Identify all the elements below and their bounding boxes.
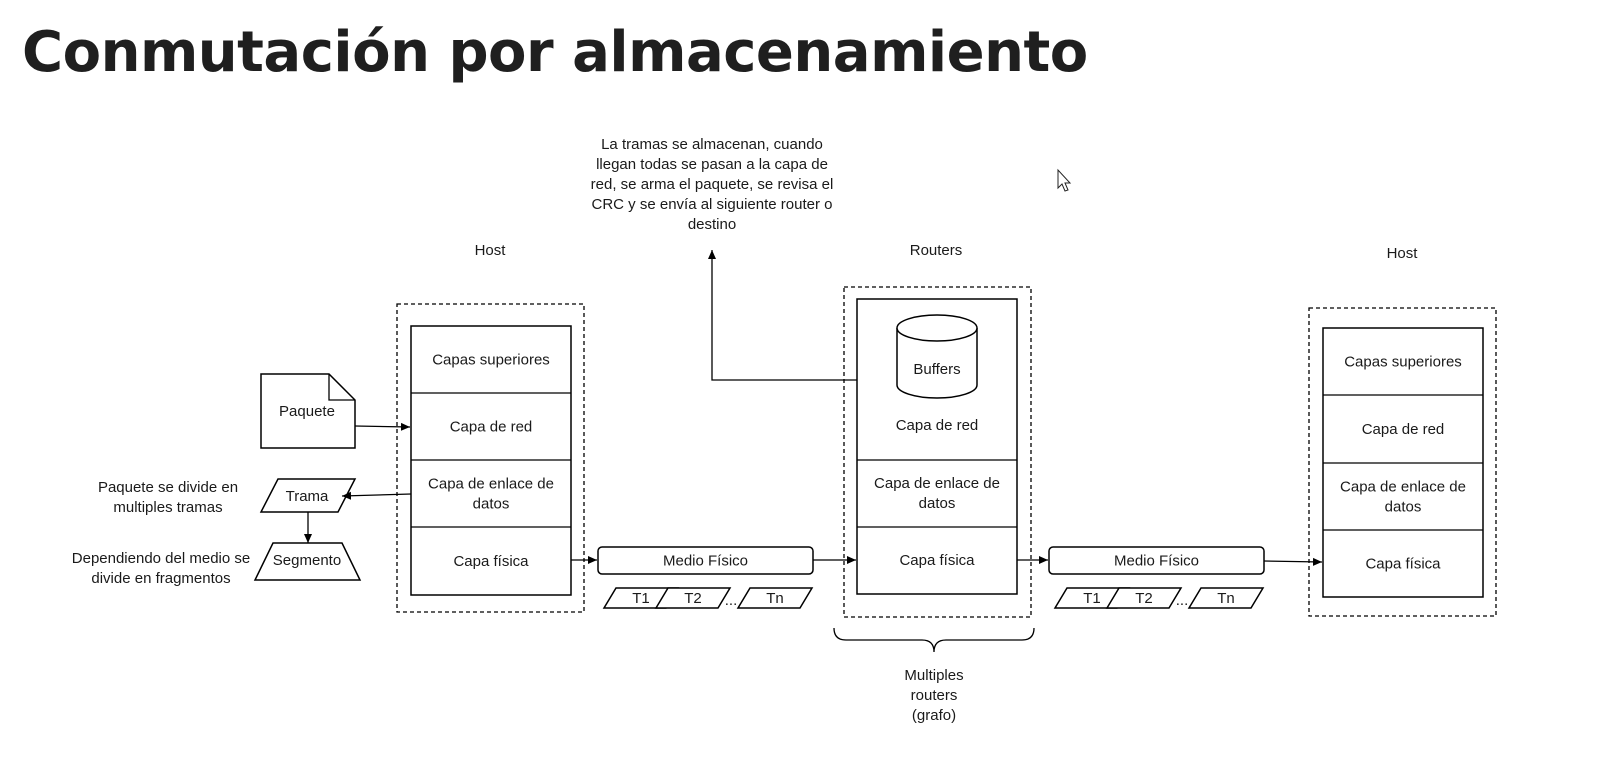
buffers-label-line: Buffers [913,361,960,378]
router-label-line: Routers [910,242,963,259]
medium-label-1-line: Medio Físico [1114,553,1199,570]
frame-t1-b-label-line: T1 [1083,590,1101,607]
segmento-label-line: Segmento [273,552,341,569]
host-right-layer-1-line: Capa de red [1362,421,1445,438]
trama-note: Paquete se divide en multiples tramas [98,479,238,516]
router-dashed-frame [843,286,1032,618]
router-layer-1-line: datos [919,495,956,512]
segmento-note: Dependiendo del medio se divide en fragme… [72,550,250,587]
host-right-layer-2-line: datos [1385,499,1422,516]
mouse-cursor-icon [1057,168,1072,192]
frame-ellipsis-b-line: ... [1176,592,1189,609]
buffers-cylinder-top [896,314,978,342]
host-right-layer-0-line: Capas superiores [1344,354,1462,371]
host-right-layer-1: Capa de red [1362,421,1445,438]
host-left-label: Host [475,242,507,259]
routers-brace-label-line: routers [911,687,958,704]
host-right-dashed-frame [1308,307,1497,617]
routers-brace [833,627,1035,653]
host-left-layer-1-line: Capa de red [450,419,533,436]
medium-label-1: Medio Físico [1114,553,1199,570]
frame-tn-b [1187,587,1265,609]
host-right-label: Host [1387,245,1419,262]
note-text-line: llegan todas se pasan a la capa de [596,156,828,173]
frame-t2-b-label: T2 [1135,590,1153,607]
host-left-dashed-frame [396,303,585,613]
note-text-line: CRC y se envía al siguiente router o [592,196,833,213]
segmento-label: Segmento [273,552,341,569]
frame-t1-b-label: T1 [1083,590,1101,607]
host-right-layer-2: Capa de enlace de datos [1340,479,1466,516]
router-layer-0: Capa de red [896,417,979,434]
router-layer-1: Capa de enlace de datos [874,475,1000,512]
medium-label-0: Medio Físico [663,553,748,570]
arrow-medium-to-host [1263,557,1323,566]
arrow-router-to-note [708,250,857,381]
frame-ellipsis-b: ... [1176,592,1189,609]
host-right-layer-0: Capas superiores [1344,354,1462,371]
frame-tn [736,587,814,609]
router-layer-0-line: Capa de red [896,417,979,434]
host-right-layer-2-line: Capa de enlace de [1340,479,1466,496]
frame-ellipsis-line: ... [725,592,738,609]
host-left-layer-2: Capa de enlace de datos [428,476,554,513]
paquete-document [260,373,356,449]
router-layer-1-line: Capa de enlace de [874,475,1000,492]
frame-t2-b [1105,587,1183,609]
arrow-enlace-to-trama [341,491,412,500]
segmento-note-line: divide en fragmentos [91,570,230,587]
host-left-layer-0-line: Capas superiores [432,352,550,369]
paquete-document-fold [328,374,355,401]
trama-label: Trama [286,488,329,505]
host-left-layer-2-line: Capa de enlace de [428,476,554,493]
page-title: Conmutación por almacenamiento [22,20,1088,85]
host-left-layer-3: Capa física [453,553,529,570]
medium-label-0-line: Medio Físico [663,553,748,570]
host-left-label-line: Host [475,242,507,259]
frame-tn-b-label: Tn [1217,590,1235,607]
frame-t2 [654,587,732,609]
router-layer-2: Capa física [899,552,975,569]
host-left-layer-2-line: datos [473,496,510,513]
routers-brace-label-line: Multiples [904,667,963,684]
buffers-cylinder [896,328,978,399]
buffers-label: Buffers [913,361,960,378]
routers-brace-label: Multiples routers (grafo) [904,667,963,724]
router-label: Routers [910,242,963,259]
routers-brace-label-line: (grafo) [912,707,956,724]
note-text-line: destino [688,216,736,233]
trama-note-line: Paquete se divide en [98,479,238,496]
host-right-layer-3-line: Capa física [1365,556,1441,573]
note-text-line: La tramas se almacenan, cuando [601,136,823,153]
note-text: La tramas se almacenan, cuando llegan tod… [591,136,834,233]
paquete-label-line: Paquete [279,403,335,420]
frame-tn-label-line: Tn [766,590,784,607]
host-left-layer-1: Capa de red [450,419,533,436]
frame-t1-label: T1 [632,590,650,607]
paquete-label: Paquete [279,403,335,420]
frame-t1-label-line: T1 [632,590,650,607]
host-left-layer-0: Capas superiores [432,352,550,369]
frame-tn-label: Tn [766,590,784,607]
trama-note-line: multiples tramas [113,499,222,516]
frame-tn-b-label-line: Tn [1217,590,1235,607]
frame-t2-label-line: T2 [684,590,702,607]
note-text-line: red, se arma el paquete, se revisa el [591,176,834,193]
segmento-note-line: Dependiendo del medio se [72,550,250,567]
trama-label-line: Trama [286,488,329,505]
medium-1 [1048,546,1265,575]
host-left-layer-3-line: Capa física [453,553,529,570]
arrow-paquete-to-red [354,422,411,431]
frame-ellipsis: ... [725,592,738,609]
frame-t2-label: T2 [684,590,702,607]
host-right-layer-3: Capa física [1365,556,1441,573]
segmento-shape [253,542,362,581]
router-layer-2-line: Capa física [899,552,975,569]
host-right-label-line: Host [1387,245,1419,262]
frame-t2-b-label-line: T2 [1135,590,1153,607]
trama-shape [259,478,357,513]
